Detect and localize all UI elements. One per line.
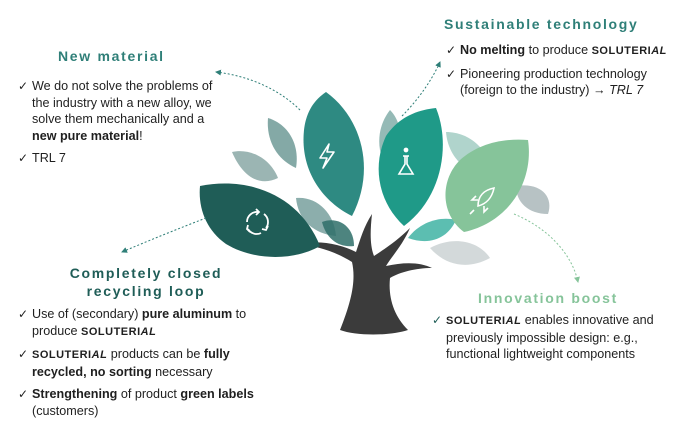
arrow-sustainable	[401, 61, 441, 117]
arrow-innovation	[513, 213, 580, 283]
leaf-light-green	[445, 139, 529, 232]
new-material-bullet-1: We do not solve the problems of the indu…	[18, 78, 230, 144]
lightning-icon	[319, 143, 335, 169]
leaf-teal-right	[378, 108, 443, 226]
recycling-block: Use of (secondary) pure aluminum to prod…	[18, 306, 270, 425]
leaf-grey-right	[516, 185, 550, 214]
innovation-block: SOLUTERIAL enables innovative and previo…	[432, 312, 668, 369]
leaf-mid-top	[303, 92, 364, 216]
leaf-dark-big	[199, 183, 320, 257]
leaf-grey-left	[232, 151, 278, 182]
recycling-heading-line2: recycling loop	[86, 283, 206, 299]
recycling-bullet-3: Strengthening of product green labels (c…	[18, 386, 270, 419]
recycling-bullet-1: Use of (secondary) pure aluminum to prod…	[18, 306, 270, 340]
leaf-grey-lower-right	[430, 241, 490, 265]
leaf-dark-small-mid	[322, 220, 354, 247]
innovation-heading: Innovation boost	[478, 290, 618, 306]
new-material-block: We do not solve the problems of the indu…	[18, 78, 230, 173]
leaf-grey-upper-left	[267, 118, 297, 168]
innovation-bullet-1: SOLUTERIAL enables innovative and previo…	[432, 312, 668, 363]
leaf-teal-small-right	[408, 218, 456, 242]
tree-trunk	[298, 214, 432, 335]
new-material-heading: New material	[58, 48, 165, 64]
rocket-icon	[469, 186, 496, 215]
recycling-heading-line1: Completely closed	[69, 265, 223, 281]
sustainable-bullet-2: Pioneering production technology (foreig…	[446, 66, 680, 99]
recycling-bullet-2: SOLUTERIAL products can be fully recycle…	[18, 346, 270, 380]
arrow-recycling	[121, 217, 207, 253]
recycle-icon	[246, 208, 269, 235]
sustainable-bullet-1: No melting to produce SOLUTERIAL	[446, 42, 680, 60]
sustainable-block: No melting to produce SOLUTERIAL Pioneer…	[446, 42, 680, 105]
flask-icon	[397, 147, 415, 175]
recycling-heading: Completely closed recycling loop	[56, 264, 236, 300]
sustainable-heading: Sustainable technology	[444, 16, 639, 32]
arrow-new-material	[215, 69, 301, 111]
new-material-bullet-2: TRL 7	[18, 150, 230, 167]
